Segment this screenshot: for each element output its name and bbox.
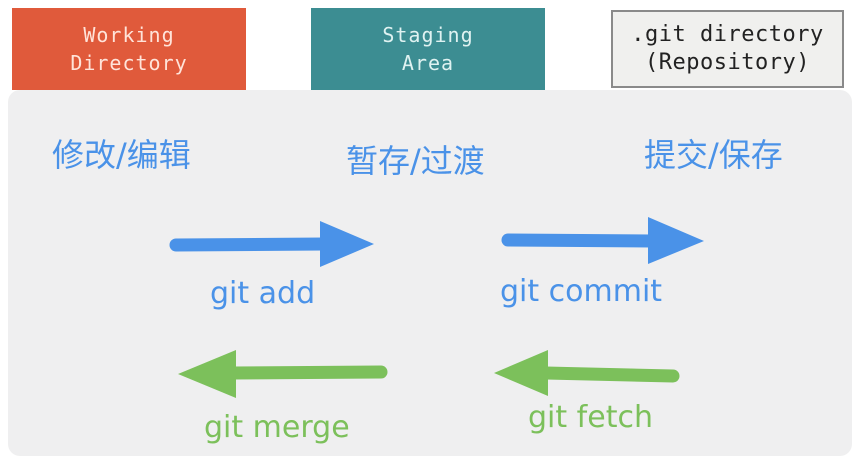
repository-label-line1: .git directory bbox=[631, 22, 824, 47]
git-add-arrow-icon bbox=[169, 221, 374, 267]
working-directory-box: Working Directory bbox=[12, 8, 246, 90]
git-add-label: git add bbox=[210, 276, 316, 311]
staging-area-label-line1: Staging bbox=[382, 23, 474, 47]
git-merge-arrow-icon bbox=[178, 350, 388, 398]
stage-label-working: 修改/编辑 bbox=[52, 136, 191, 174]
git-merge-label: git merge bbox=[204, 410, 350, 445]
repository-label-line2: (Repository) bbox=[645, 50, 810, 75]
git-fetch-arrow-icon bbox=[494, 350, 680, 396]
staging-area-box: Staging Area bbox=[311, 8, 545, 90]
git-commit-arrow-icon bbox=[501, 217, 704, 264]
git-commit-label: git commit bbox=[500, 274, 663, 309]
git-fetch-label: git fetch bbox=[528, 400, 653, 435]
working-directory-label-line1: Working bbox=[83, 23, 175, 47]
working-directory-label-line2: Directory bbox=[70, 51, 188, 75]
diagram-panel bbox=[8, 90, 852, 456]
repository-box: .git directory (Repository) bbox=[611, 10, 844, 88]
staging-area-label-line2: Area bbox=[401, 51, 455, 75]
stage-label-staging: 暂存/过渡 bbox=[346, 142, 485, 180]
stage-label-repository: 提交/保存 bbox=[644, 136, 783, 174]
